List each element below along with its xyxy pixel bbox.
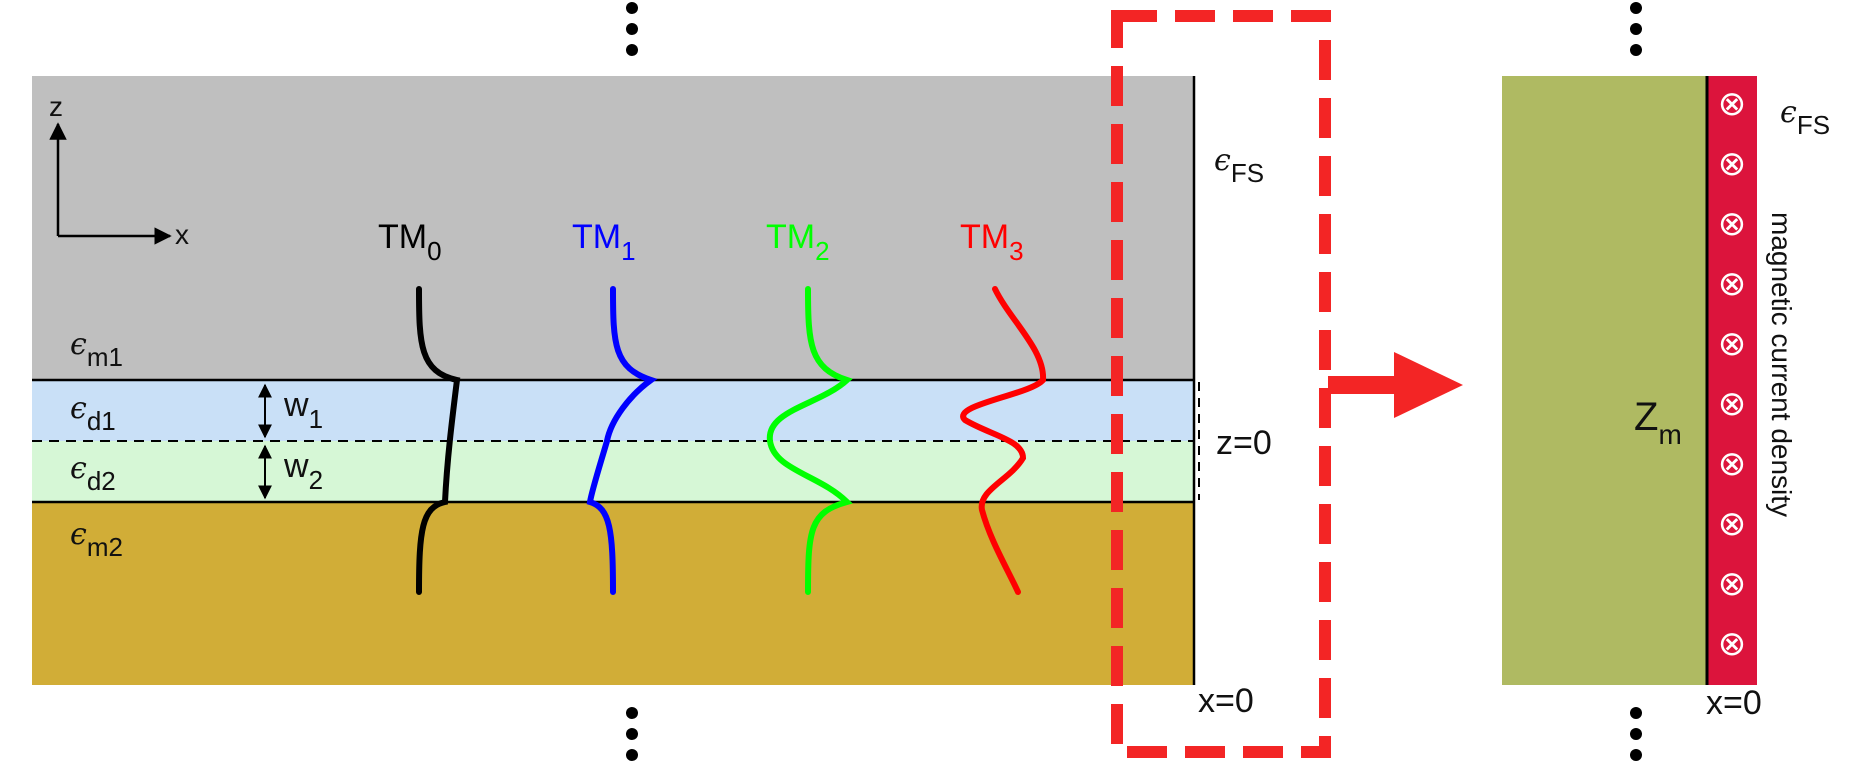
current-symbols: ⊗ ⊗ ⊗ ⊗ ⊗ ⊗ ⊗ ⊗ ⊗ ⊗	[1718, 85, 1747, 663]
dielectric-layer-2	[32, 441, 1194, 502]
mode-profile-tm1	[586, 286, 658, 595]
current-symbol: ⊗	[1718, 205, 1747, 243]
epsilon-d2-label: ϵd2	[70, 451, 116, 496]
continuation-dots-top-right	[1630, 2, 1642, 56]
mode-profile-tm0	[416, 286, 461, 595]
current-symbol: ⊗	[1718, 385, 1747, 423]
current-symbol: ⊗	[1718, 145, 1747, 183]
w1-label: w1	[283, 386, 323, 434]
x-zero-label-right: x=0	[1706, 684, 1762, 722]
continuation-dots-bottom-right	[1630, 707, 1642, 761]
transform-arrow	[1328, 352, 1463, 418]
mode-label-tm3: TM3	[960, 218, 1024, 266]
highlight-dashed-box	[1111, 10, 1331, 758]
continuation-dots-top-left	[626, 2, 638, 56]
x-axis-label: x	[175, 219, 189, 250]
width-markers: w1 w2	[258, 383, 323, 500]
mode-label-tm2: TM2	[766, 218, 830, 266]
x-zero-label-left: x=0	[1198, 682, 1254, 720]
impedance-block	[1502, 76, 1707, 685]
coordinate-axes: z x	[49, 91, 189, 250]
z-zero-label: z=0	[1216, 424, 1272, 462]
current-symbol: ⊗	[1718, 445, 1747, 483]
current-symbol: ⊗	[1718, 325, 1747, 363]
w2-label: w2	[283, 447, 323, 495]
mode-profile-tm3	[960, 286, 1047, 595]
z-axis-label: z	[49, 91, 63, 122]
current-symbol: ⊗	[1718, 625, 1747, 663]
mode-label-tm1: TM1	[572, 218, 636, 266]
continuation-dots-bottom-left	[626, 707, 638, 761]
epsilon-fs-label-left: ϵFS	[1214, 143, 1264, 188]
current-symbol: ⊗	[1718, 265, 1747, 303]
current-symbol: ⊗	[1718, 565, 1747, 603]
magnetic-current-label: magnetic current density	[1766, 212, 1797, 517]
epsilon-m1-label: ϵm1	[70, 327, 123, 372]
mode-profile-tm2	[766, 286, 853, 595]
impedance-label: Zm	[1634, 395, 1682, 450]
magnetic-current-strip	[1707, 76, 1757, 685]
current-symbol: ⊗	[1718, 85, 1747, 123]
epsilon-d1-label: ϵd1	[70, 391, 116, 436]
epsilon-fs-label-right: ϵFS	[1780, 95, 1830, 140]
current-symbol: ⊗	[1718, 505, 1747, 543]
epsilon-m2-label: ϵm2	[70, 517, 123, 562]
mode-label-tm0: TM0	[378, 218, 442, 266]
